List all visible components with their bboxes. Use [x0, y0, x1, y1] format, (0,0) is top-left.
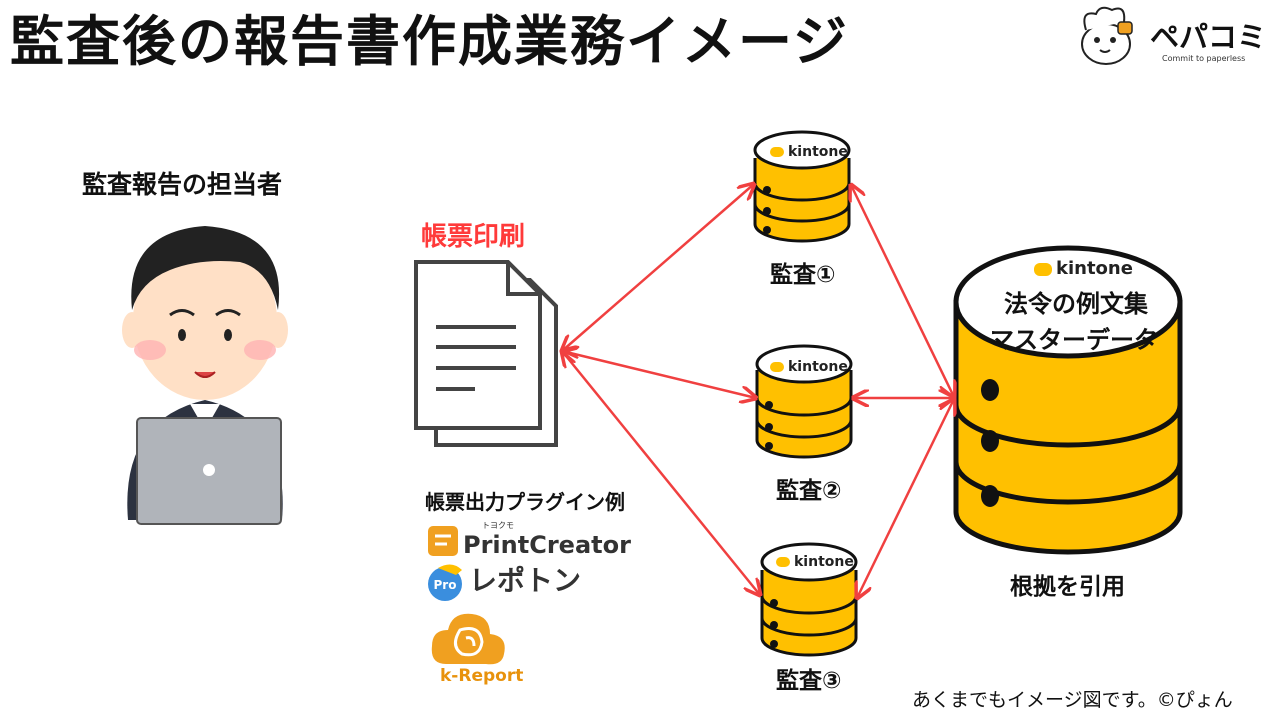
logo-tagline: Commit to paperless [1162, 54, 1246, 63]
k-report-icon [431, 613, 505, 665]
database-audit-1 [753, 130, 851, 243]
arrow-print-audit-3 [562, 351, 760, 595]
printcreator-kana: トヨクモ [482, 521, 514, 530]
kintone-badge-audit-1: kintone [770, 144, 848, 160]
kintone-logo-icon [776, 557, 790, 567]
kintone-logo-icon [770, 147, 784, 157]
repoton-name: レポトン [469, 564, 582, 597]
repoton-badge: Pro [434, 578, 457, 592]
kintone-logo-icon [770, 362, 784, 372]
person-label: 監査報告の担当者 [82, 170, 283, 199]
kintone-badge-master: kintone [1034, 259, 1133, 279]
kintone-brand: kintone [788, 144, 848, 160]
footnote: あくまでもイメージ図です。©ぴょん [912, 689, 1233, 711]
kintone-badge-audit-2: kintone [770, 359, 848, 375]
audit-3-label: 監査③ [776, 668, 842, 694]
pepacomi-logo [1066, 0, 1280, 72]
kintone-brand: kintone [1056, 258, 1133, 279]
master-title-line-2: マスターデータ [990, 326, 1158, 354]
master-label: 根拠を引用 [1010, 574, 1125, 600]
kintone-logo-icon [1034, 262, 1052, 276]
document-icon [414, 260, 558, 447]
person-illustration [122, 226, 288, 525]
audit-2-label: 監査② [776, 478, 842, 504]
printcreator-name: PrintCreator [463, 531, 631, 559]
arrow-print-audit-1 [562, 184, 754, 351]
page-title: 監査後の報告書作成業務イメージ [10, 10, 849, 73]
arrow-audit-1-master [851, 185, 954, 397]
repoton-pro-icon: Pro [428, 564, 462, 601]
master-title-line-1: 法令の例文集 [1004, 290, 1148, 318]
kintone-brand: kintone [794, 554, 854, 570]
kintone-badge-audit-3: kintone [776, 554, 854, 570]
arrow-audit-3-master [857, 399, 954, 598]
audit-1-label: 監査① [770, 262, 836, 288]
logo-name: ペパコミ [1150, 20, 1267, 54]
plugin-examples-title: 帳票出力プラグイン例 [425, 490, 625, 514]
arrows [562, 184, 954, 598]
kintone-brand: kintone [788, 359, 848, 375]
arrow-print-audit-2 [562, 351, 756, 398]
database-master [953, 245, 1183, 555]
mascot-icon [1081, 6, 1133, 65]
printcreator-icon [428, 526, 458, 556]
k-report-name: k-Report [440, 666, 524, 686]
database-audit-3 [760, 542, 858, 657]
print-label: 帳票印刷 [421, 222, 526, 252]
